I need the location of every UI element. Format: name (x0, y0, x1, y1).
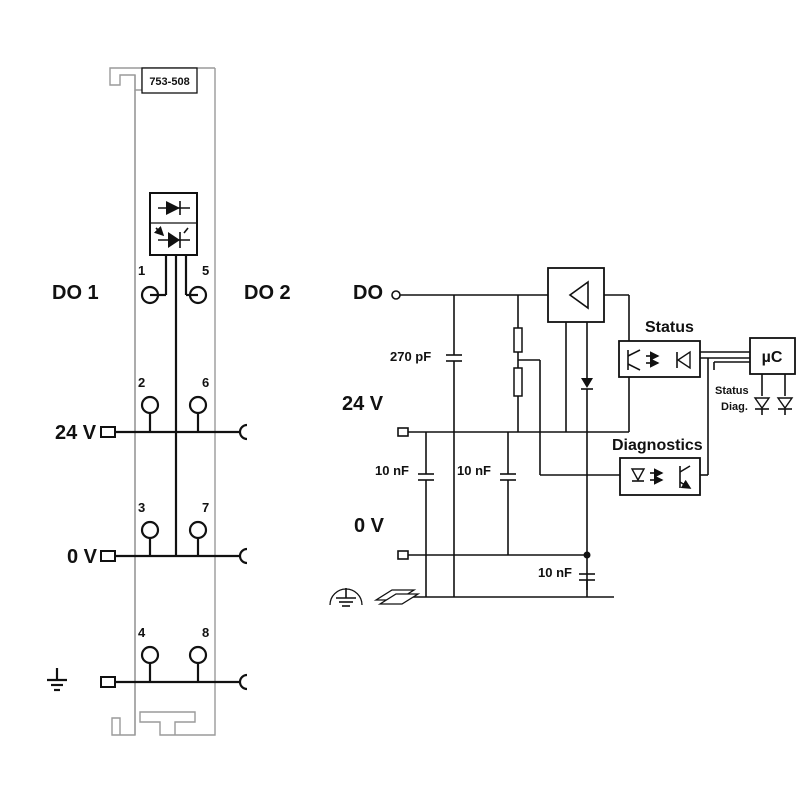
part-number: 753-508 (149, 76, 189, 88)
svg-text:3: 3 (138, 500, 145, 515)
indicator-block (149, 192, 198, 256)
svg-text:2: 2 (138, 375, 145, 390)
terminal-6 (188, 395, 208, 432)
diagnostics-label: Diagnostics (612, 437, 703, 454)
svg-text:8: 8 (202, 625, 209, 640)
shield-ground-icon (329, 588, 363, 607)
rail-24v (100, 423, 248, 441)
svg-text:1: 1 (138, 263, 145, 278)
terminals (140, 285, 208, 682)
terminal-1 (140, 285, 160, 305)
resistor-pair (513, 295, 620, 476)
terminal-7 (188, 520, 208, 556)
diode-icon (158, 201, 190, 215)
sch-0v-terminal (397, 550, 409, 560)
led-diag-label: Diag. (721, 401, 748, 413)
svg-text:5: 5 (202, 263, 209, 278)
part-number-box: 753-508 (141, 67, 198, 94)
svg-text:10 nF: 10 nF (538, 565, 572, 580)
supply-0v-label: 0 V (67, 546, 98, 568)
svg-text:10 nF: 10 nF (457, 463, 491, 478)
svg-text:270 pF: 270 pF (390, 349, 431, 364)
led-icon (776, 397, 794, 415)
junction-dot (583, 551, 591, 559)
sch-0v-label: 0 V (354, 515, 385, 537)
rail-ground (100, 673, 248, 691)
svg-text:10 nF: 10 nF (375, 463, 409, 478)
do-terminal (391, 290, 401, 300)
module-wires (150, 255, 198, 556)
terminal-numbers: 1 5 2 6 3 7 4 8 (138, 263, 209, 640)
amplifier-icon (547, 267, 605, 432)
status-label: Status (645, 319, 694, 336)
ground-icon (47, 668, 67, 692)
capacitor-10nf-1 (418, 432, 434, 597)
mcu-label: µC (762, 349, 783, 366)
capacitor-270pf (446, 295, 462, 597)
optocoupler-icon (618, 340, 750, 378)
led-icon (753, 397, 771, 415)
terminal-4 (140, 645, 160, 682)
svg-text:7: 7 (202, 500, 209, 515)
optocoupler-icon (153, 225, 190, 248)
terminal-3 (140, 520, 160, 556)
supply-24v-label: 24 V (55, 422, 97, 444)
do1-label: DO 1 (52, 282, 99, 304)
terminal-8 (188, 645, 208, 682)
sch-24v-label: 24 V (342, 393, 384, 415)
svg-text:6: 6 (202, 375, 209, 390)
led-status-label: Status (715, 385, 749, 397)
terminal-2 (140, 395, 160, 432)
din-rail-icon (373, 589, 421, 605)
do2-label: DO 2 (244, 282, 291, 304)
diode-icon (581, 322, 593, 590)
svg-text:4: 4 (138, 625, 146, 640)
capacitor-10nf-3 (579, 573, 595, 597)
module-housing (109, 67, 216, 736)
do-label: DO (353, 282, 383, 304)
rail-0v (100, 547, 248, 565)
optocoupler-icon (619, 358, 750, 496)
sch-24v-terminal (397, 427, 409, 437)
microcontroller-box: µC (749, 337, 796, 396)
capacitor-10nf-2 (500, 432, 516, 555)
terminal-5 (188, 285, 208, 305)
